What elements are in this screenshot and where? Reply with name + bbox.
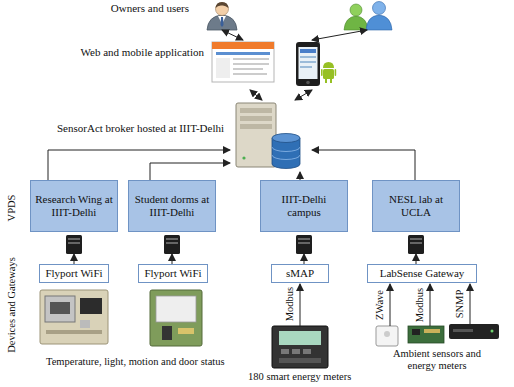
device-caption: Temperature, light, motion and door stat… bbox=[46, 356, 225, 368]
connector-arrow bbox=[222, 30, 243, 40]
vpds-text: Research Wing at IIIT-Delhi bbox=[35, 193, 113, 219]
users-node: Owners and users bbox=[195, 0, 395, 30]
node-label: Owners and users bbox=[111, 2, 189, 15]
zwave-wire bbox=[390, 284, 391, 326]
protocol-label: Modbus bbox=[414, 288, 426, 322]
vpds-server-icons bbox=[66, 235, 424, 254]
connector-arrow bbox=[48, 150, 230, 180]
layer-label: VPDS bbox=[6, 195, 18, 222]
vpds-box: IIIT-Delhi campus bbox=[260, 180, 348, 232]
connector-arrow bbox=[74, 254, 75, 264]
connector-arrow bbox=[312, 150, 415, 180]
users-icon bbox=[344, 2, 392, 31]
device-caption: 180 smart energy meters bbox=[248, 371, 351, 383]
vpds-node: NESL lab at UCLA bbox=[372, 180, 460, 254]
gateway-box: LabSense Gateway bbox=[367, 264, 477, 283]
device-caption: Ambient sensors and energy meters bbox=[387, 348, 487, 372]
layer-label: Devices and Gateways bbox=[6, 257, 18, 353]
gateway-box: sMAP bbox=[271, 264, 329, 283]
node-label: NESL lab at UCLA bbox=[377, 193, 455, 219]
node-label: IIIT-Delhi campus bbox=[265, 193, 343, 219]
broker-server-icon bbox=[236, 103, 300, 169]
vpds-text: IIIT-Delhi campus bbox=[265, 193, 343, 219]
node-label: Student dorms at IIIT-Delhi bbox=[133, 193, 211, 219]
connector-arrow bbox=[295, 90, 312, 100]
snmp-device bbox=[449, 324, 499, 339]
connector-arrow bbox=[150, 163, 230, 180]
gateway-box: Flyport WiFi bbox=[138, 264, 208, 283]
node-label: Web and mobile application bbox=[81, 46, 204, 59]
node-label: SensorAct broker hosted at IIIT-Delhi bbox=[57, 122, 224, 135]
node-label: sMAP bbox=[276, 267, 324, 280]
modbus-wire bbox=[300, 284, 301, 326]
connector-arrow bbox=[416, 254, 417, 264]
modbus-board bbox=[408, 326, 444, 343]
connector-arrow bbox=[250, 90, 262, 100]
owner-icon bbox=[207, 2, 237, 30]
broker-node: SensorAct broker hosted at IIIT-Delhi bbox=[230, 100, 312, 172]
web-app-screenshot bbox=[212, 42, 274, 82]
protocol-label: ZWave bbox=[374, 290, 386, 320]
vpds-box: NESL lab at UCLA bbox=[372, 180, 460, 232]
vpds-node: Student dorms at IIIT-Delhi bbox=[128, 180, 216, 254]
protocol-label: SNMP bbox=[454, 290, 466, 319]
vpds-node: Research Wing at IIIT-Delhi bbox=[30, 180, 118, 254]
connector-arrow bbox=[172, 254, 173, 264]
node-label: Flyport WiFi bbox=[44, 267, 104, 280]
connector-arrow bbox=[300, 172, 301, 180]
connector-arrow bbox=[304, 254, 305, 264]
node-label: Flyport WiFi bbox=[143, 267, 203, 280]
phone-icon bbox=[296, 42, 336, 86]
energy-meter bbox=[272, 326, 328, 368]
vpds-text: NESL lab at UCLA bbox=[377, 193, 455, 219]
vpds-box: Student dorms at IIIT-Delhi bbox=[128, 180, 216, 232]
node-label: Research Wing at IIIT-Delhi bbox=[35, 193, 113, 219]
vpds-text: Student dorms at IIIT-Delhi bbox=[133, 193, 211, 219]
vpds-node: IIIT-Delhi campus bbox=[260, 180, 348, 254]
protocol-label: Modbus bbox=[284, 287, 296, 321]
flyport-ethernet-board bbox=[40, 290, 108, 344]
flyport-wifi-board bbox=[150, 290, 202, 346]
connector-arrow bbox=[312, 30, 367, 40]
gateway-box: Flyport WiFi bbox=[39, 264, 109, 283]
modbus-wire bbox=[430, 284, 431, 326]
vpds-box: Research Wing at IIIT-Delhi bbox=[30, 180, 118, 232]
zwave-sensor bbox=[376, 326, 398, 346]
application-node: Web and mobile application bbox=[210, 40, 335, 90]
snmp-wire bbox=[470, 284, 471, 324]
node-label: LabSense Gateway bbox=[372, 267, 472, 280]
